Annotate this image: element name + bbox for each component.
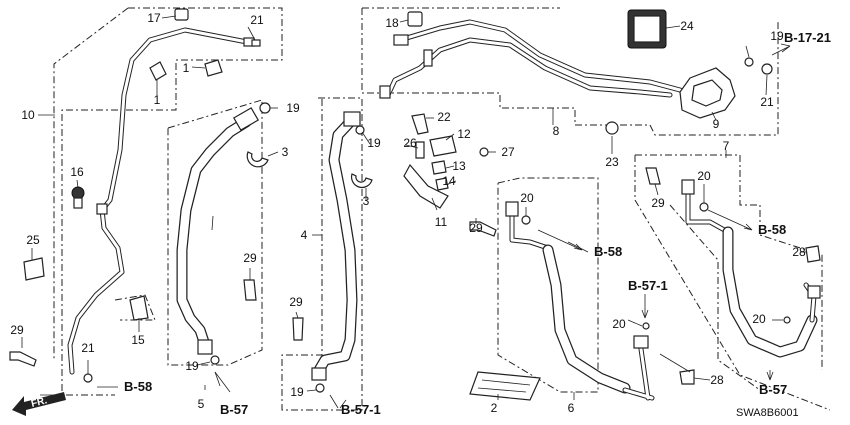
part-number-label: 24 [680, 19, 694, 33]
part-number-label: 2 [491, 401, 498, 415]
part-number-label: 20 [697, 169, 711, 183]
fittings [9, 8, 821, 401]
part-number-label: 20 [612, 317, 626, 331]
part-number-label: 1 [183, 61, 190, 75]
reference-label: B-58 [124, 379, 152, 394]
part-number-label: 29 [10, 323, 24, 337]
reference-label: B-17-21 [784, 30, 831, 45]
part-number-label: 16 [70, 165, 84, 179]
part-number-label: 3 [363, 194, 370, 208]
reference-label: B-58 [594, 244, 622, 259]
part-number-label: 12 [457, 127, 471, 141]
part-number-label: 5 [198, 397, 205, 411]
part-number-label: 29 [289, 295, 303, 309]
part-number-label: 20 [520, 191, 534, 205]
part-number-label: 26 [403, 136, 417, 150]
part-number-label: 29 [469, 221, 483, 235]
part-number-label: 28 [710, 373, 724, 387]
part-number-label: 15 [131, 333, 145, 347]
reference-label: B-57-1 [341, 402, 381, 417]
part-number-label: 19 [185, 359, 199, 373]
part-number-label: 9 [713, 117, 720, 131]
part-number-label: 20 [752, 312, 766, 326]
part-number-label: 10 [21, 108, 35, 122]
leader-lines [21, 15, 806, 409]
reference-label: B-57 [220, 402, 248, 417]
part-number-label: 25 [26, 233, 40, 247]
part-number-label: 13 [452, 159, 466, 173]
part-number-label: 1 [154, 93, 161, 107]
diagram-code: SWA8B6001 [736, 407, 799, 419]
part-number-label: 22 [437, 110, 451, 124]
part-number-label: 17 [147, 11, 161, 25]
part-number-label: 8 [553, 124, 560, 138]
reference-label: B-58 [758, 222, 786, 237]
part-number-label: 3 [282, 145, 289, 159]
part-number-label: 6 [568, 401, 575, 415]
part-number-label: 21 [81, 341, 95, 355]
hose-part-7 [681, 179, 821, 358]
reference-label: B-57 [759, 382, 787, 397]
pipe-part-10 [67, 27, 255, 375]
part-number-label: 29 [651, 196, 665, 210]
part-number-label: 29 [243, 251, 257, 265]
hose-part-6 [505, 201, 655, 401]
part-number-label: 11 [435, 215, 448, 229]
part-number-label: 4 [301, 228, 308, 242]
front-label: FR. [30, 395, 49, 410]
part-number-label: 7 [723, 139, 730, 153]
hose-part-4 [311, 111, 361, 381]
part-number-label: 27 [501, 145, 515, 159]
group-outlines [53, 7, 831, 411]
part-number-label: 19 [367, 136, 381, 150]
hose-part-5 [176, 107, 259, 355]
part-number-label: 23 [605, 155, 619, 169]
front-direction-arrow [12, 392, 66, 416]
reference-label: B-57-1 [628, 278, 668, 293]
part-number-label: 21 [760, 95, 774, 109]
part-number-label: 21 [250, 13, 264, 27]
part-number-label: 19 [770, 29, 784, 43]
part-number-label: 19 [286, 101, 300, 115]
part-number-label: 14 [442, 174, 456, 188]
part-number-label: 18 [385, 16, 399, 30]
part-number-label: 19 [290, 385, 304, 399]
pipe-part-8 [379, 19, 736, 119]
part-number-label: 28 [792, 245, 806, 259]
